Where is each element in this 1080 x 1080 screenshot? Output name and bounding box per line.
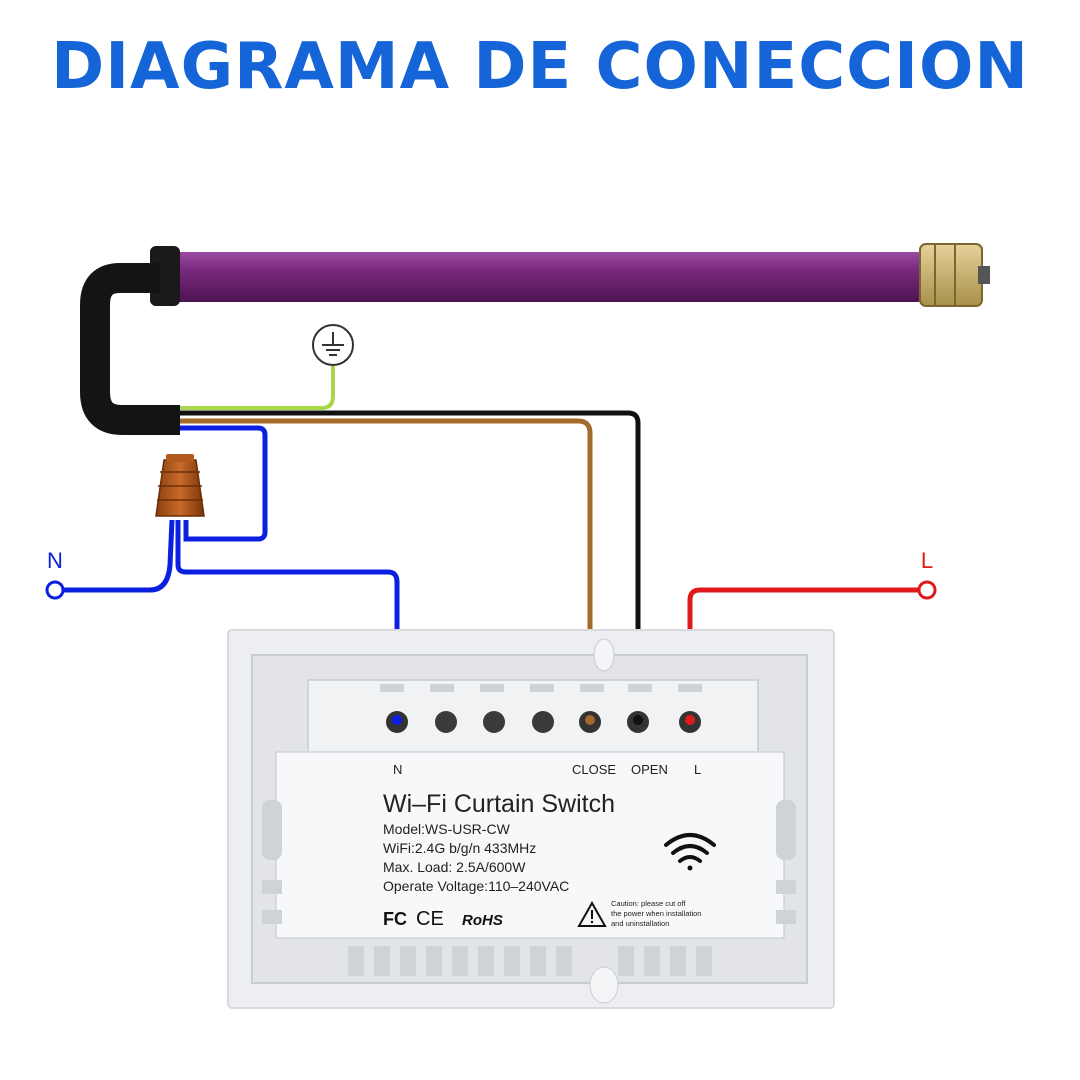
ce-mark: CE	[416, 908, 444, 930]
terminal-label-n: N	[393, 762, 402, 777]
svg-text:L: L	[921, 548, 933, 573]
wire-nut-connector	[155, 454, 205, 517]
fc-mark: FC	[383, 909, 407, 929]
caution-line-3: and uninstallation	[611, 919, 669, 928]
spec-wifi: WiFi:2.4G b/g/n 433MHz	[383, 840, 536, 856]
supply-neutral-wire	[63, 519, 175, 593]
terminal-label-open: OPEN	[631, 762, 668, 777]
rohs-mark: RoHS	[462, 912, 503, 929]
spec-model: Model:WS-USR-CW	[383, 821, 511, 837]
motor-neutral-wire	[180, 425, 268, 542]
switch-neutral-wire	[175, 520, 400, 718]
earth-ground-icon	[312, 324, 354, 366]
caution-line-2: the power when installation	[611, 909, 701, 918]
line-terminal: L	[917, 548, 937, 600]
warning-triangle-icon	[577, 900, 607, 927]
motor-end-cap	[919, 243, 990, 307]
spec-operate-voltage: Operate Voltage:110–240VAC	[383, 878, 569, 894]
switch-product-name: Wi–Fi Curtain Switch	[383, 790, 615, 818]
open-wire	[180, 410, 641, 718]
wifi-icon	[664, 833, 716, 871]
tubular-motor	[150, 243, 990, 307]
close-wire	[180, 418, 593, 718]
line-wire	[687, 587, 919, 718]
wifi-curtain-switch: N CLOSE OPEN L Wi–Fi Curtain Switch Mode…	[227, 629, 835, 1009]
spec-max-load: Max. Load: 2.5A/600W	[383, 859, 526, 875]
neutral-terminal: N	[45, 548, 65, 600]
svg-text:N: N	[47, 548, 63, 573]
terminal-label-close: CLOSE	[572, 762, 616, 777]
diagram-title: DIAGRAMA DE CONECCION	[51, 30, 1029, 104]
motor-cable	[80, 263, 180, 435]
caution-line-1: Caution: please cut off	[611, 899, 686, 908]
earth-wire	[180, 366, 335, 410]
terminal-label-l: L	[694, 762, 701, 777]
